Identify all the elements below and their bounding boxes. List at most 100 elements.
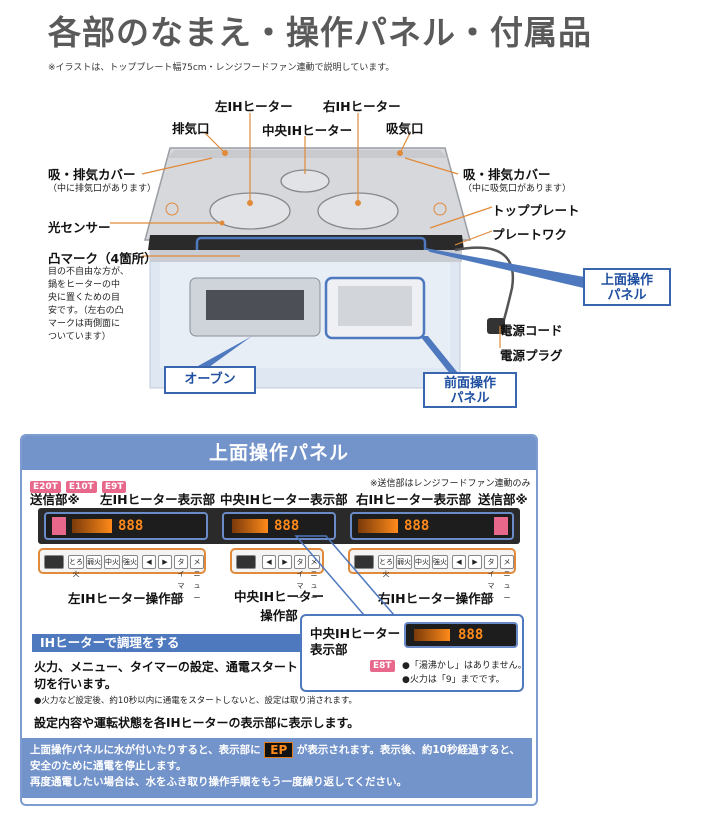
power-level-bar: [232, 519, 268, 533]
transmitter-left-indicator: [52, 517, 66, 535]
oven-window: [206, 290, 304, 320]
power-level-bar: [72, 519, 112, 533]
callout-digits: 888: [458, 627, 484, 643]
page-title: 各部のなまえ・操作パネル・付属品: [48, 13, 592, 52]
key-toro[interactable]: とろ火: [68, 555, 84, 578]
right-heater-display: 888: [350, 512, 514, 540]
label-right-ops: 右IHヒーター操作部: [378, 591, 494, 606]
label-transmitter-right: 送信部※: [478, 492, 528, 507]
right-heater-ops: とろ火 弱火 中火 強火 ◀ ▶ タイマー メニュー: [348, 548, 516, 602]
power-level-bar: [414, 629, 450, 641]
callout-note-1: ●「湯沸かし」はありません。: [402, 661, 527, 671]
desc-line-2: 切を行います。: [34, 677, 117, 691]
key-right[interactable]: ▶: [468, 555, 482, 569]
model-badge: E9T: [101, 481, 127, 493]
key-menu[interactable]: メニュー: [190, 555, 204, 602]
callout-top-panel: 上面操作 パネル: [583, 268, 671, 306]
label-top-plate: トッププレート: [492, 203, 580, 218]
label-left-display: 左IHヒーター表示部: [100, 492, 216, 507]
callout-model-badge: E8T: [370, 660, 395, 672]
center-heater-ops: ◀ ▶ タイマー メニュー: [230, 548, 324, 602]
right-bump-mark: [433, 202, 447, 216]
callout-display: 888: [404, 622, 518, 648]
key-timer[interactable]: タイマー: [294, 555, 306, 602]
center-digits: 888: [274, 518, 300, 534]
key-left[interactable]: ◀: [452, 555, 466, 569]
label-power-plug: 電源プラグ: [500, 348, 563, 363]
callout-front-panel: 前面操作 パネル: [423, 372, 517, 408]
label-center-heater: 中央IHヒーター: [262, 123, 353, 138]
callout-oven: オーブン: [164, 366, 256, 394]
center-display-callout: 中央IHヒーター 表示部 888 E8T ●「湯沸かし」はありません。 ●火力は…: [300, 614, 527, 692]
power-key[interactable]: [354, 555, 374, 569]
label-cover-right: 吸・排気カバー: [463, 167, 551, 182]
desc-small-note: ●火力など設定後、約10秒以内に通電をスタートしないと、設定は取り消されます。: [34, 696, 358, 706]
warning-line-1: 上面操作パネルに水が付いたりすると、表示部に EP が表示されます。表示後、約1…: [30, 742, 521, 758]
key-high[interactable]: 強火: [122, 555, 138, 569]
desc-line-1: 火力、メニュー、タイマーの設定、通電スタート・: [34, 660, 310, 674]
warning-line-3: 再度通電したい場合は、水をふき取り操作手順をもう一度繰り返してください。: [30, 776, 408, 788]
cooktop-illustration: [110, 113, 592, 389]
rear-vent-strip: [167, 150, 448, 158]
water-warning: 上面操作パネルに水が付いたりすると、表示部に EP が表示されます。表示後、約1…: [22, 738, 532, 798]
model-badges: E20T E10T E9T: [30, 474, 127, 493]
key-low[interactable]: 弱火: [86, 555, 102, 569]
key-menu[interactable]: メニュー: [308, 555, 320, 602]
power-key[interactable]: [44, 555, 64, 569]
label-intake-port: 吸気口: [386, 121, 424, 136]
section-bar: IHヒーターで調理をする: [32, 634, 300, 652]
left-digits: 888: [118, 518, 144, 534]
model-badge: E20T: [30, 481, 61, 493]
key-menu[interactable]: メニュー: [500, 555, 514, 602]
bump-mark-description: 目の不自由な方が、 鍋をヒーターの中 央に置くための目 安です。（左右の凸 マー…: [48, 267, 129, 342]
key-timer[interactable]: タイマー: [484, 555, 498, 602]
callout-note-2: ●火力は「9」までです。: [402, 675, 505, 685]
left-heater-ops: とろ火 弱火 中火 強火 ◀ ▶ タイマー メニュー: [38, 548, 206, 602]
front-panel-pointer: [420, 336, 462, 380]
key-timer[interactable]: タイマー: [174, 555, 188, 602]
label-right-heater: 右IHヒーター: [323, 99, 401, 114]
display-strip: 888 888 888: [38, 508, 520, 544]
model-badge: E10T: [65, 481, 97, 493]
key-mid[interactable]: 中火: [104, 555, 120, 569]
ep-code-badge: EP: [264, 742, 294, 758]
key-low[interactable]: 弱火: [396, 555, 412, 569]
key-right[interactable]: ▶: [278, 555, 292, 569]
label-cover-left-sub: （中に排気口があります）: [48, 184, 157, 194]
key-left[interactable]: ◀: [262, 555, 276, 569]
illustration-note: ※イラストは、トッププレート幅75cm・レンジフードファン連動で説明しています。: [48, 63, 395, 73]
label-center-display: 中央IHヒーター表示部: [220, 492, 348, 507]
power-key[interactable]: [236, 555, 256, 569]
label-power-cord: 電源コード: [500, 323, 563, 338]
label-exhaust-port: 排気口: [172, 121, 210, 136]
front-control-panel: [338, 286, 412, 326]
signal-note: ※送信部はレンジフードファン連動のみ: [370, 479, 531, 489]
top-panel-title: 上面操作パネル: [22, 436, 536, 470]
callout-title: 中央IHヒーター 表示部: [310, 626, 401, 657]
key-mid[interactable]: 中火: [414, 555, 430, 569]
key-right[interactable]: ▶: [158, 555, 172, 569]
label-left-heater: 左IHヒーター: [215, 99, 293, 114]
right-digits: 888: [404, 518, 430, 534]
label-cover-left: 吸・排気カバー: [48, 167, 136, 182]
label-transmitter-left: 送信部※: [30, 492, 80, 507]
key-toro[interactable]: とろ火: [378, 555, 394, 578]
oven-pointer: [198, 336, 252, 370]
warning-line-2: 安全のために通電を停止します。: [30, 760, 187, 772]
label-plate-work: プレートワク: [492, 227, 568, 242]
power-level-bar: [358, 519, 398, 533]
top-panel-pointer: [425, 248, 592, 290]
label-right-display: 右IHヒーター表示部: [356, 492, 472, 507]
label-cover-right-sub: （中に吸気口があります）: [463, 184, 572, 194]
key-left[interactable]: ◀: [142, 555, 156, 569]
desc-line-3: 設定内容や運転状態を各IHヒーターの表示部に表示します。: [34, 716, 360, 730]
label-bump-mark: 凸マーク（4箇所）: [48, 251, 157, 266]
left-bump-mark: [165, 202, 179, 216]
plate-frame-front: [150, 250, 462, 262]
transmitter-right-indicator: [494, 517, 508, 535]
label-left-ops: 左IHヒーター操作部: [68, 591, 184, 606]
key-high[interactable]: 強火: [432, 555, 448, 569]
label-light-sensor: 光センサー: [48, 220, 111, 235]
label-center-ops: 中央IHヒーター 操作部: [233, 589, 325, 623]
